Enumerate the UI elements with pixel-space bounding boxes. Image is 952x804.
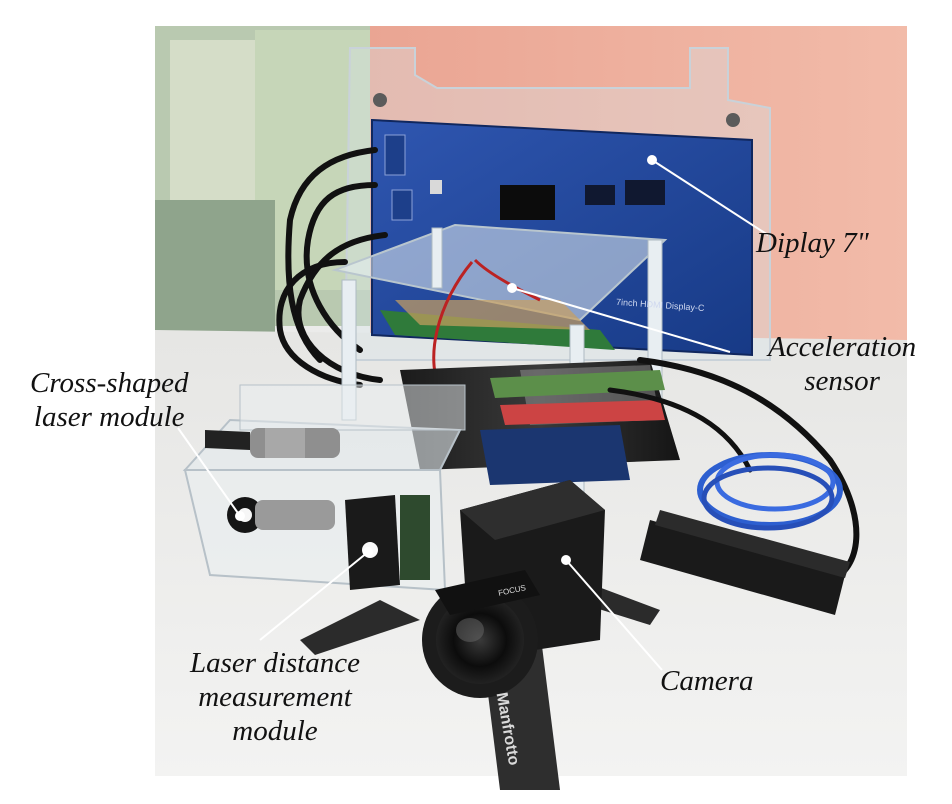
- leader-dots: [235, 155, 657, 565]
- label-laser-distance-line-1: Laser distance: [190, 647, 360, 679]
- acceleration-sensor-plate: [331, 223, 668, 401]
- label-acceleration-line-2: sensor: [804, 365, 880, 397]
- label-laser-distance-line-3: module: [232, 715, 318, 747]
- label-cross-shaped-laser: Cross-shaped laser module: [30, 366, 188, 434]
- cables-right: [607, 357, 860, 583]
- label-display-line-1: Diplay 7": [756, 227, 869, 259]
- label-cross-laser-line-2: laser module: [33, 401, 185, 433]
- label-acceleration-line-1: Acceleration: [768, 331, 917, 363]
- label-camera-line-1: Camera: [660, 665, 754, 697]
- label-acceleration-sensor: Acceleration sensor: [768, 330, 916, 398]
- laser-distance-module: [345, 495, 430, 590]
- cables-left: [276, 147, 388, 388]
- leader-lines: [177, 159, 769, 671]
- label-laser-distance: Laser distance measurement module: [190, 646, 360, 748]
- label-camera: Camera: [660, 664, 753, 698]
- camera: [422, 480, 605, 698]
- label-laser-distance-line-2: measurement: [198, 681, 352, 713]
- label-display: Diplay 7": [756, 226, 869, 260]
- power-adapter: [640, 510, 850, 615]
- label-cross-laser-line-1: Cross-shaped: [30, 367, 189, 399]
